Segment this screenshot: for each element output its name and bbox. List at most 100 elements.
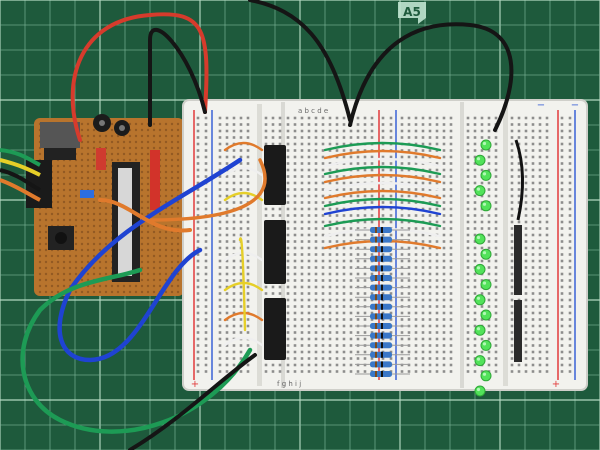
- pcb-hole: [122, 140, 126, 144]
- breadboard-hole: [414, 350, 418, 354]
- pcb-hole: [146, 188, 150, 192]
- led-highlight: [476, 157, 481, 161]
- jumper-wire: [323, 189, 442, 200]
- breadboard-hole: [246, 285, 250, 289]
- breadboard-hole: [510, 233, 514, 237]
- rail-hole: [196, 344, 200, 347]
- breadboard-hole: [286, 201, 290, 204]
- breadboard-hole: [524, 168, 528, 172]
- breadboard-hole: [466, 227, 470, 230]
- breadboard-hole: [349, 136, 353, 139]
- breadboard-hole: [264, 214, 268, 217]
- breadboard-hole: [473, 123, 477, 126]
- breadboard-hole: [314, 246, 318, 250]
- pcb-hole: [164, 182, 168, 186]
- breadboard-hole: [321, 201, 325, 204]
- pcb-hole: [176, 206, 180, 210]
- rail-hole: [568, 272, 572, 276]
- pcb-hole: [116, 140, 120, 144]
- breadboard-hole: [293, 233, 297, 237]
- pcb-hole: [158, 278, 162, 282]
- resistor-band: [375, 313, 377, 320]
- breadboard-hole: [342, 136, 346, 139]
- breadboard-hole: [335, 259, 339, 263]
- pcb-hole: [176, 278, 180, 282]
- breadboard-hole: [232, 227, 236, 230]
- breadboard-hole: [421, 149, 425, 152]
- breadboard-hole: [545, 142, 549, 146]
- breadboard-hole: [407, 253, 411, 256]
- breadboard-hole: [314, 285, 318, 289]
- svg-text:−: −: [537, 100, 545, 111]
- breadboard-hole: [545, 331, 549, 334]
- resistor-band: [375, 351, 377, 358]
- breadboard-hole: [300, 220, 304, 224]
- rail-hole: [568, 318, 572, 321]
- breadboard-hole: [314, 188, 318, 191]
- breadboard-hole: [407, 337, 411, 341]
- pcb-hole: [68, 272, 72, 276]
- pcb-hole: [104, 134, 108, 138]
- breadboard-hole: [356, 201, 360, 204]
- breadboard-hole: [246, 194, 250, 198]
- breadboard-hole: [293, 311, 297, 315]
- pcb-hole: [140, 146, 144, 150]
- pcb-hole: [170, 182, 174, 186]
- breadboard-hole: [473, 324, 477, 328]
- breadboard-hole: [271, 363, 275, 367]
- breadboard-hole: [473, 344, 477, 347]
- breadboard-hole: [321, 123, 325, 126]
- breadboard-hole: [239, 149, 243, 152]
- breadboard-hole: [349, 240, 353, 243]
- breadboard-hole: [531, 220, 535, 224]
- rail-hole: [204, 207, 208, 211]
- breadboard-hole: [300, 266, 304, 269]
- breadboard-hole: [524, 363, 528, 367]
- breadboard-hole: [480, 136, 484, 139]
- rail-hole: [196, 201, 200, 204]
- breadboard-hole: [414, 142, 418, 146]
- breadboard-hole: [349, 298, 353, 302]
- breadboard-hole: [538, 305, 542, 308]
- pcb-hole: [98, 230, 102, 234]
- breadboard-hole: [239, 116, 243, 120]
- breadboard-hole: [239, 168, 243, 172]
- breadboard-hole: [321, 266, 325, 269]
- breadboard-hole: [400, 350, 404, 354]
- led: [474, 385, 486, 397]
- breadboard-hole: [349, 285, 353, 289]
- pcb-hole: [164, 194, 168, 198]
- breadboard-hole: [414, 324, 418, 328]
- pcb-hole: [92, 134, 96, 138]
- breadboard-hole: [494, 344, 498, 347]
- rail-hole: [560, 214, 564, 217]
- rail-hole: [560, 305, 564, 308]
- breadboard-hole: [232, 292, 236, 295]
- breadboard-hole: [480, 214, 484, 217]
- rail-hole: [196, 227, 200, 230]
- breadboard-hole: [335, 155, 339, 159]
- breadboard-hole: [407, 331, 411, 334]
- breadboard-hole: [307, 194, 311, 198]
- rail-hole: [389, 123, 393, 126]
- breadboard-hole: [300, 363, 304, 367]
- breadboard-hole: [278, 142, 282, 146]
- breadboard-hole: [286, 116, 290, 120]
- breadboard-hole: [449, 149, 453, 152]
- pcb-hole: [86, 170, 90, 174]
- breadboard-hole: [349, 305, 353, 308]
- pcb-hole: [50, 254, 54, 258]
- breadboard-hole: [414, 253, 418, 256]
- breadboard-hole: [363, 259, 367, 263]
- breadboard-hole: [538, 357, 542, 360]
- breadboard-hole: [356, 350, 360, 354]
- breadboard-hole: [407, 292, 411, 295]
- breadboard-hole: [400, 298, 404, 302]
- pcb-hole: [92, 290, 96, 294]
- breadboard-hole: [449, 220, 453, 224]
- rail-hole: [196, 181, 200, 185]
- breadboard-hole: [428, 279, 432, 282]
- rail-hole: [381, 220, 385, 224]
- pcb-hole: [176, 128, 180, 132]
- breadboard-hole: [300, 272, 304, 276]
